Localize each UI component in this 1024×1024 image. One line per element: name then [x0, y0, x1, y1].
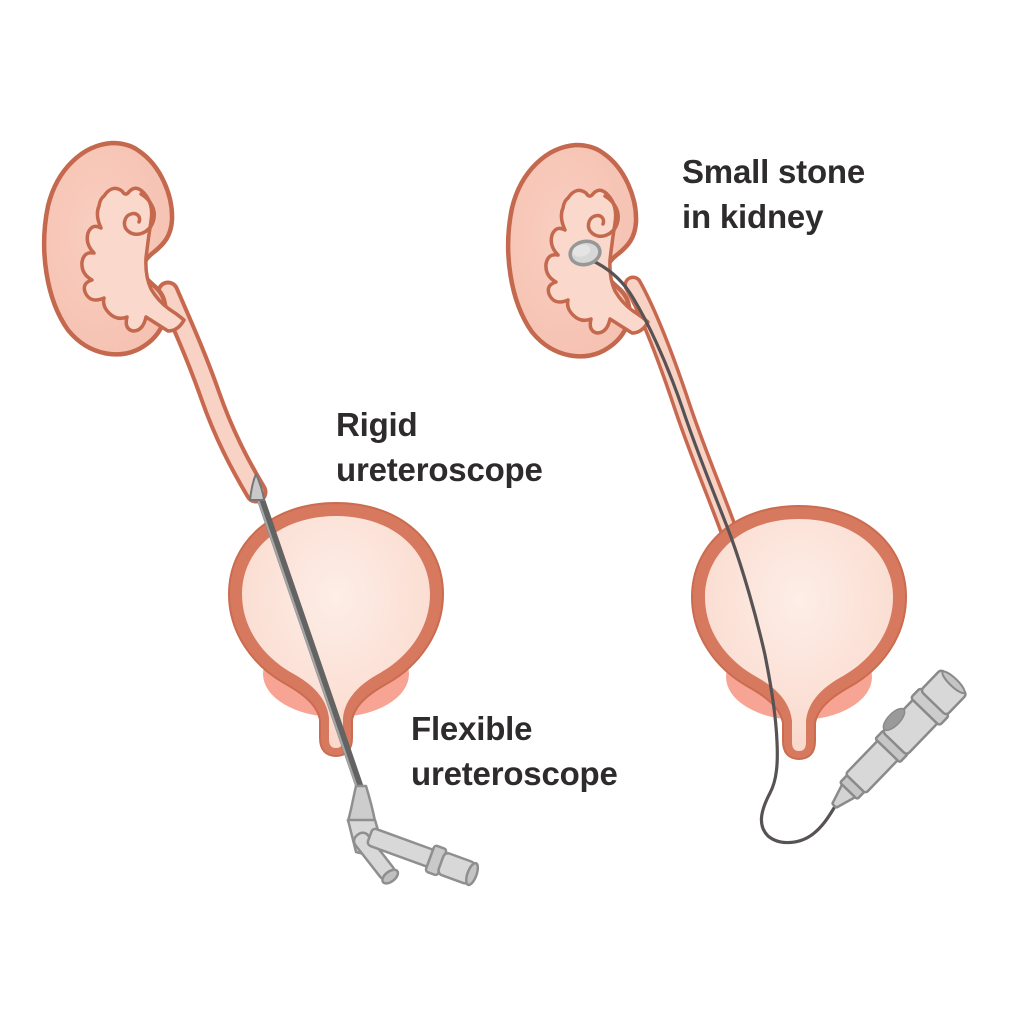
rigid-handle-ferrule: [346, 784, 377, 823]
rigid-scope-handle: [346, 784, 480, 887]
rigid-scope-tip: [249, 473, 265, 501]
kidney-left: [44, 143, 184, 354]
flexible-ureteroscope-label: Flexible ureteroscope: [411, 710, 618, 792]
flexible-scope-cable: [589, 258, 836, 845]
bladder-right: [691, 505, 907, 760]
rigid-scope-rod: [255, 492, 365, 793]
rigid-handle-eyepiece-face: [465, 861, 480, 887]
rigid-scope-rod-highlight: [255, 494, 360, 793]
small-stone-label: Small stone in kidney: [682, 153, 866, 235]
kidney-stone: [568, 239, 602, 267]
rigid-ureteroscope-label: Rigid ureteroscope: [336, 406, 543, 488]
rigid-handle-leg-cap: [381, 868, 400, 885]
flexible-scope-handle: [831, 669, 967, 809]
flexible-handle-endcap: [941, 670, 966, 695]
flexible-handle-lever: [882, 707, 906, 732]
kidney-stone-highlight: [572, 244, 591, 257]
